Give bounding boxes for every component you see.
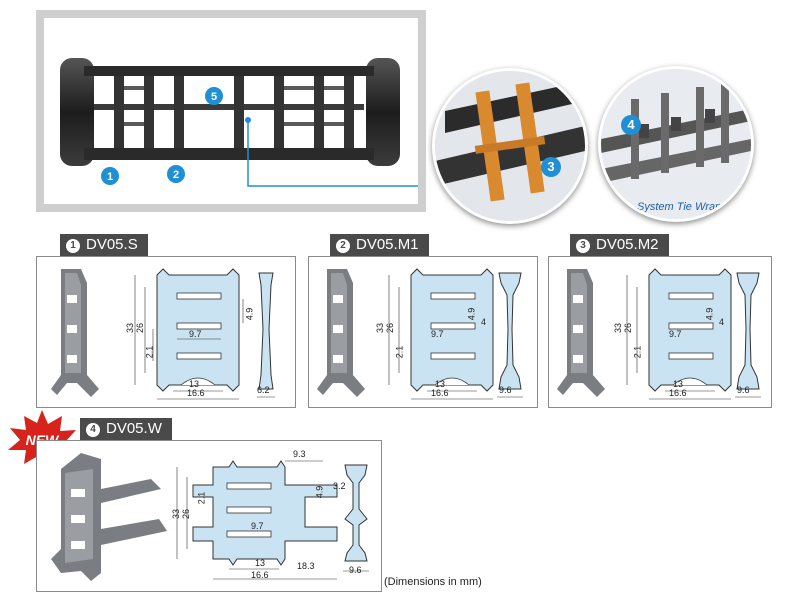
p2-dim-4-9: 4.9 [466, 307, 477, 321]
p3-dim-9-6: 9.6 [737, 385, 750, 395]
p4-dim-18-3: 18.3 [297, 561, 315, 571]
panel-1-number: 1 [66, 239, 80, 253]
p3-dim-2-1: 2.1 [632, 345, 643, 359]
panel-4-title: DV05.W [106, 420, 162, 437]
p4-dim-2-1: 2.1 [196, 491, 207, 505]
p1-dim-2-1: 2.1 [144, 345, 155, 359]
p4-dim-9-7: 9.7 [251, 521, 264, 531]
hero-image-area: 1 2 5 [44, 18, 444, 204]
hero-frame: 1 2 5 [36, 10, 444, 212]
p4-dim-13: 13 [255, 558, 266, 568]
panel-2: 33 26 2.1 4.9 9.7 13 16.6 4 9.6 [308, 256, 538, 408]
svg-text:1: 1 [107, 171, 113, 183]
cable-carrier-illustration: 1 2 5 [60, 58, 444, 187]
p2-dim-9-7: 9.7 [431, 329, 444, 339]
p3-dim-4-9: 4.9 [704, 307, 715, 321]
panel-1: 33 26 2.1 4.9 9.7 13 16.6 6.2 [36, 256, 296, 408]
p2-dim-2-1: 2.1 [394, 345, 405, 359]
panel-3-3d-part [557, 269, 605, 397]
callout-badge-2: 2 [167, 165, 185, 183]
callout-badge-5: 5 [205, 87, 223, 105]
p2-dim-13: 13 [435, 379, 446, 389]
p4-dim-3-2: 3.2 [333, 481, 346, 491]
p1-dim-33: 33 [125, 322, 136, 334]
p4-dim-16-6: 16.6 [251, 570, 269, 580]
tie-wrap-detail [601, 69, 751, 219]
panel-2-title: DV05.M1 [356, 236, 419, 253]
panel-1-drawing [134, 268, 275, 400]
panel-4-label: 4 DV05.W [80, 418, 172, 440]
p2-dim-4: 4 [481, 317, 487, 327]
p2-dim-9-6: 9.6 [499, 385, 512, 395]
panel-4-number: 4 [86, 423, 100, 437]
panel-4-3d-part [51, 453, 167, 581]
callout-badge-3: 3 [541, 157, 561, 177]
p3-dim-9-7: 9.7 [669, 329, 682, 339]
p3-dim-26: 26 [623, 322, 634, 334]
panel-3-number: 3 [576, 239, 590, 253]
panel-3: 33 26 2.1 4.9 9.7 13 16.6 4 9.6 [548, 256, 772, 408]
dimensions-note: (Dimensions in mm) [384, 576, 482, 588]
p4-dim-9-6: 9.6 [349, 565, 362, 575]
p4-dim-9-3: 9.3 [293, 449, 306, 459]
p1-dim-13: 13 [189, 379, 200, 389]
p1-dim-6-2: 6.2 [257, 385, 270, 395]
p4-dim-4-9: 4.9 [314, 485, 325, 499]
panel-1-label: 1 DV05.S [60, 234, 148, 256]
p1-dim-4-9: 4.9 [244, 307, 255, 321]
panel-4: 9.3 33 26 2.1 4.9 9.7 13 16.6 18.3 3.2 9… [36, 440, 382, 592]
p2-dim-26: 26 [385, 322, 396, 334]
svg-text:2: 2 [173, 169, 179, 181]
p4-dim-26: 26 [181, 508, 192, 520]
p2-dim-16-6: 16.6 [431, 388, 449, 398]
panel-3-label: 3 DV05.M2 [570, 234, 669, 256]
p3-dim-4: 4 [719, 317, 725, 327]
panel-2-label: 2 DV05.M1 [330, 234, 429, 256]
p1-dim-26: 26 [135, 322, 146, 334]
p2-dim-33: 33 [375, 322, 386, 334]
p3-dim-33: 33 [613, 322, 624, 334]
panel-3-drawing [626, 268, 761, 400]
svg-text:5: 5 [211, 91, 217, 103]
panel-2-drawing [388, 268, 523, 400]
panel-2-number: 2 [336, 239, 350, 253]
callout-badge-1: 1 [101, 167, 119, 185]
p3-dim-16-6: 16.6 [669, 388, 687, 398]
orange-divider-detail [435, 71, 585, 221]
panel-1-title: DV05.S [86, 236, 138, 253]
panel-3-title: DV05.M2 [596, 236, 659, 253]
panel-1-3d-part [51, 269, 99, 397]
tie-wrap-caption: System Tie Wrap [637, 201, 722, 213]
panel-2-3d-part [317, 269, 365, 397]
p4-dim-33: 33 [171, 508, 182, 520]
detail-callout-4: 4 System Tie Wrap [598, 66, 754, 222]
detail-callout-3: 3 [432, 68, 588, 224]
callout-badge-4: 4 [621, 115, 641, 135]
panel-4-drawing [176, 460, 369, 580]
p3-dim-13: 13 [673, 379, 684, 389]
p1-dim-9-7: 9.7 [189, 329, 202, 339]
p1-dim-16-6: 16.6 [187, 388, 205, 398]
